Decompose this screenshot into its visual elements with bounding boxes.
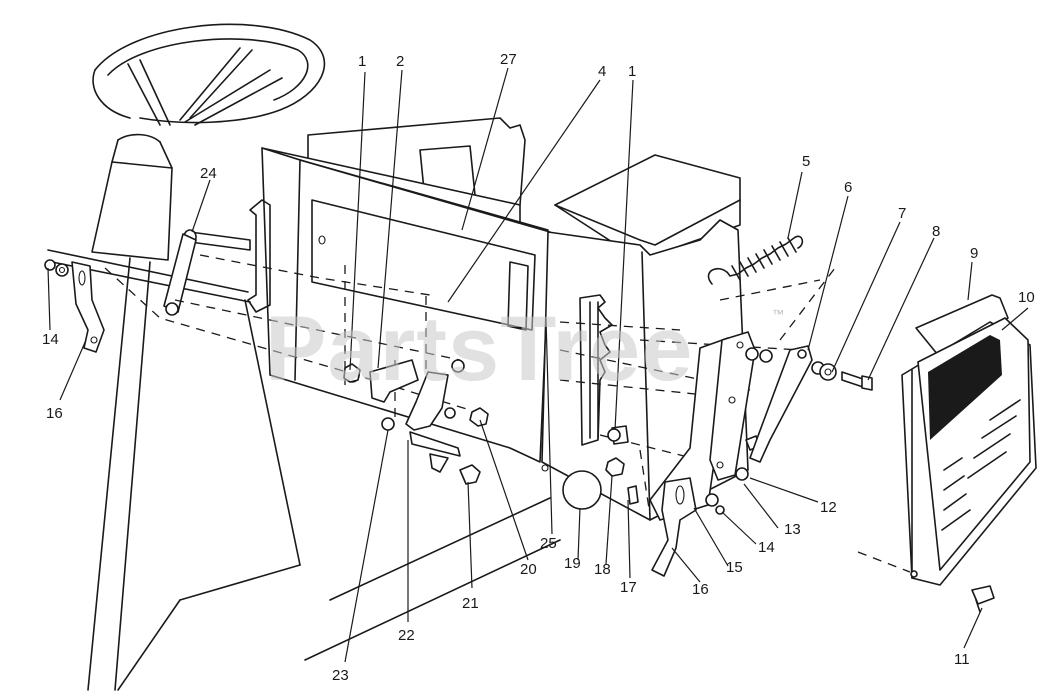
callout-11: 11 — [954, 651, 970, 668]
callout-12: 12 — [820, 499, 837, 516]
callout-14: 14 — [42, 331, 59, 348]
callout-10: 10 — [1018, 289, 1035, 306]
callout-16: 16 — [46, 405, 63, 422]
callout-9: 9 — [970, 245, 978, 262]
callout-leader-lines — [47, 67, 1029, 663]
watermark-trademark: ™ — [772, 307, 784, 321]
bracket-left — [71, 261, 105, 353]
callout-1: 1 — [358, 53, 366, 70]
side-cover-panel — [901, 294, 1037, 586]
washer-and-nut-left — [44, 259, 69, 277]
callout-18: 18 — [594, 561, 611, 578]
callout-4: 4 — [598, 63, 606, 80]
callout-1: 1 — [628, 63, 636, 80]
callout-2: 2 — [396, 53, 404, 70]
watermark-text: PartsTree — [265, 298, 693, 400]
callout-27: 27 — [500, 51, 517, 68]
callout-7: 7 — [898, 205, 906, 222]
callout-15: 15 — [726, 559, 743, 576]
shift-knob-assembly — [562, 425, 639, 510]
steering-wheel — [92, 23, 326, 126]
callout-labels: 1 2 27 4 1 5 6 7 8 9 10 24 14 16 12 13 1… — [42, 51, 1035, 684]
callout-24: 24 — [200, 165, 217, 182]
callout-14: 14 — [758, 539, 775, 556]
callout-23: 23 — [332, 667, 349, 684]
callout-25: 25 — [540, 535, 557, 552]
shaft-arm — [163, 233, 197, 316]
callout-6: 6 — [844, 179, 852, 196]
steering-column — [91, 133, 173, 261]
callout-20: 20 — [520, 561, 537, 578]
tension-spring — [707, 235, 804, 285]
partstree-watermark: PartsTree ™ — [265, 298, 784, 400]
callout-8: 8 — [932, 223, 940, 240]
pivot-lever-plates — [649, 331, 761, 577]
callout-17: 17 — [620, 579, 637, 596]
callout-21: 21 — [462, 595, 479, 612]
callout-13: 13 — [784, 521, 801, 538]
control-rod — [745, 345, 873, 463]
linkage-bracket — [343, 359, 489, 485]
callout-5: 5 — [802, 153, 810, 170]
console-housing — [247, 117, 749, 521]
callout-22: 22 — [398, 627, 415, 644]
callout-19: 19 — [564, 555, 581, 572]
callout-16: 16 — [692, 581, 709, 598]
cover-screw — [971, 585, 995, 613]
